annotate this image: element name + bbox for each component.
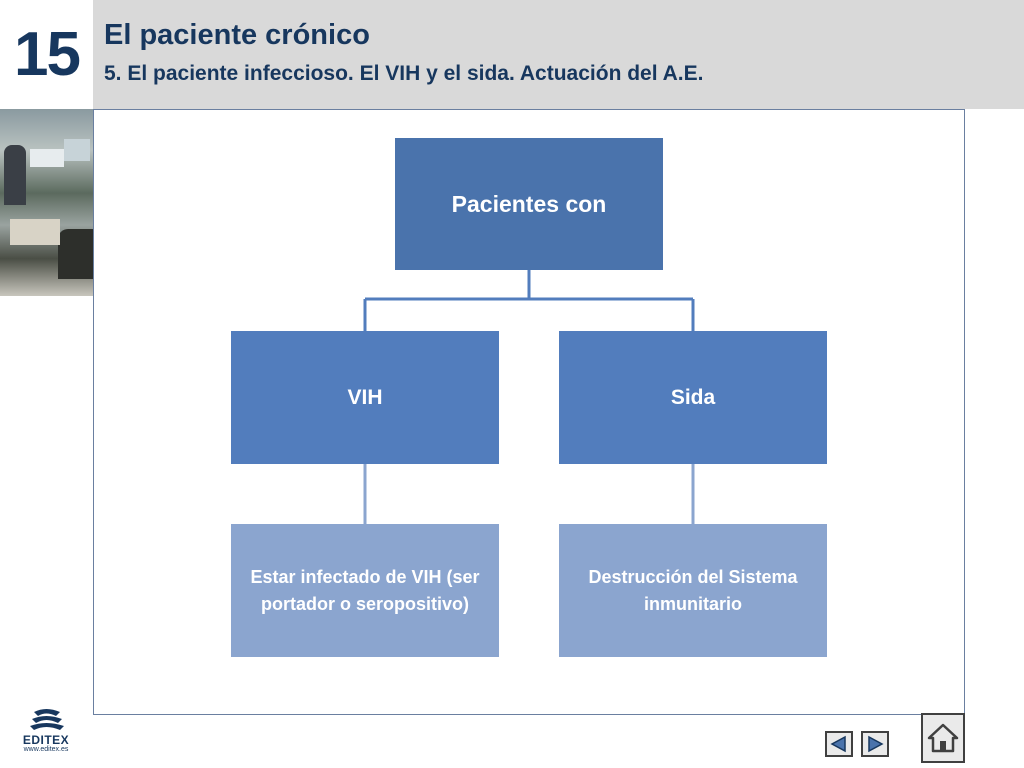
logo-name: EDITEX <box>22 733 70 747</box>
editex-logo: EDITEX www.editex.es <box>14 708 78 760</box>
triangle-left-icon <box>830 735 846 753</box>
hospital-photo <box>0 109 93 296</box>
root-node-label: Pacientes con <box>451 190 607 217</box>
vih-node: VIH <box>231 331 499 464</box>
sida-node: Sida <box>559 331 827 464</box>
sida-description-text: Destrucción del Sistema inmunitario <box>588 566 798 614</box>
next-slide-button[interactable] <box>861 731 889 757</box>
triangle-right-icon <box>868 735 884 753</box>
editex-logo-icon <box>30 709 64 730</box>
page-title: El paciente crónico <box>104 19 370 51</box>
root-node: Pacientes con <box>395 138 663 270</box>
previous-slide-button[interactable] <box>825 731 853 757</box>
chapter-number: 15 <box>14 20 81 89</box>
logo-url: www.editex.es <box>23 746 69 753</box>
page-subtitle: 5. El paciente infeccioso. El VIH y el s… <box>104 62 704 85</box>
sida-description-node: Destrucción del Sistema inmunitario <box>559 524 827 657</box>
header-bar <box>93 0 1024 109</box>
sida-node-label: Sida <box>670 385 716 409</box>
vih-node-label: VIH <box>347 385 383 409</box>
home-icon <box>927 723 959 753</box>
home-button[interactable] <box>921 713 965 763</box>
vih-description-text: Estar infectado de VIH (ser portador o s… <box>250 566 480 614</box>
vih-description-node: Estar infectado de VIH (ser portador o s… <box>231 524 499 657</box>
